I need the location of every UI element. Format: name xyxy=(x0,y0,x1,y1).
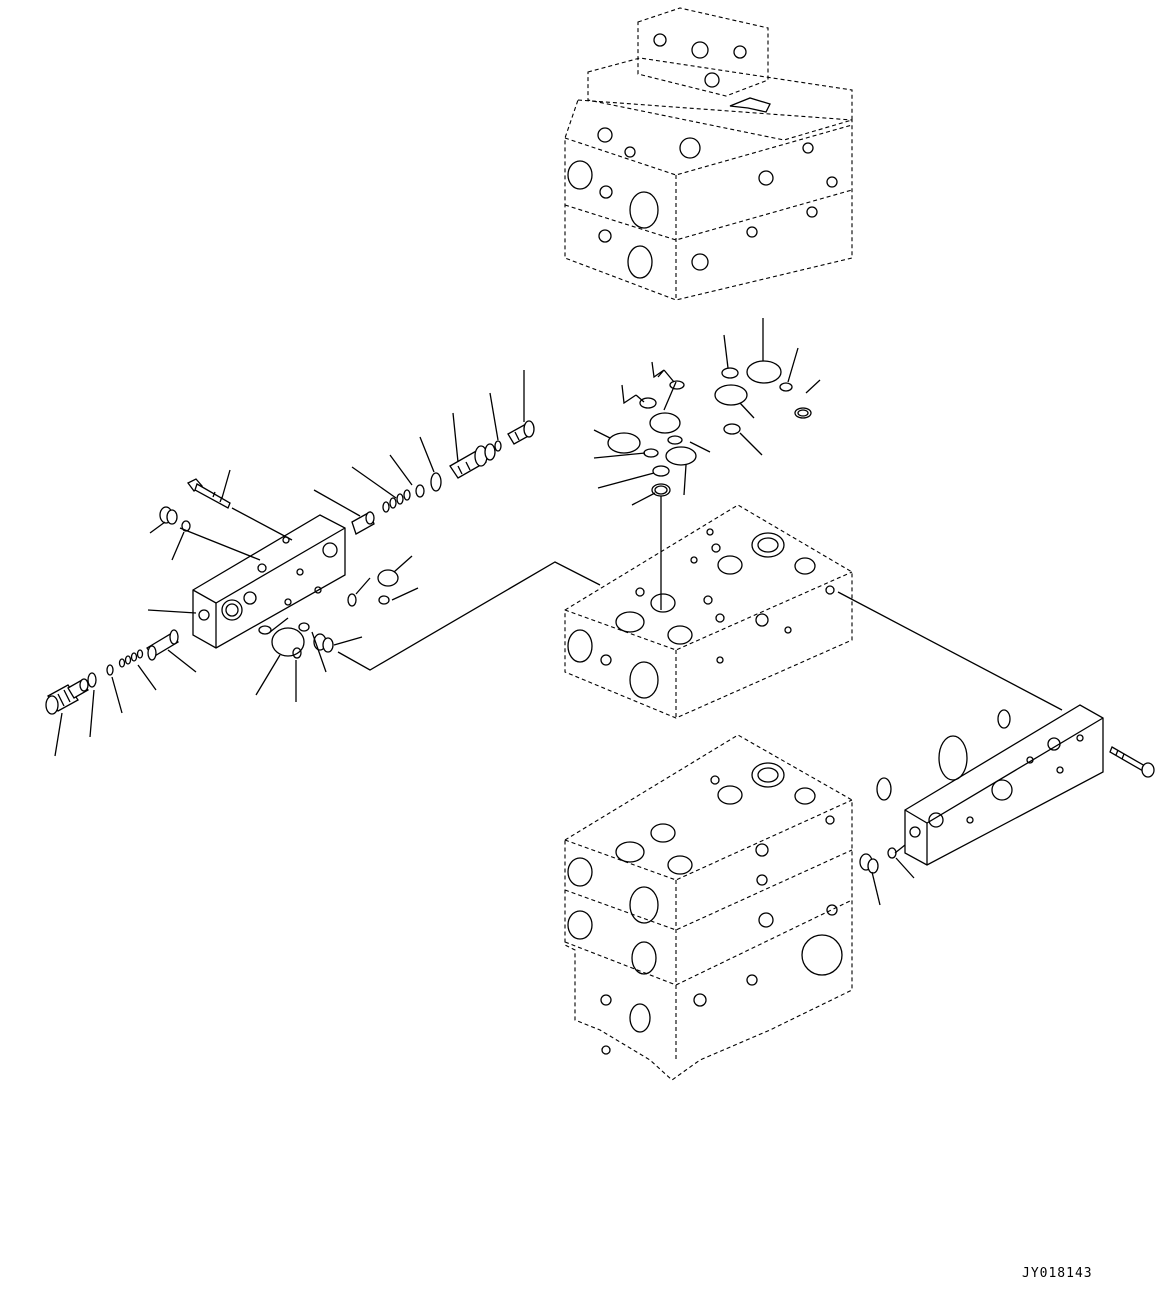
right-end-cover xyxy=(904,704,1104,866)
seal-rings xyxy=(607,360,812,497)
leader-lines xyxy=(54,318,915,906)
right-cover-parts xyxy=(859,709,1155,874)
lower-spool xyxy=(146,629,179,661)
left-end-cover xyxy=(192,514,346,649)
bolt-right xyxy=(1109,746,1155,778)
spool xyxy=(449,443,496,479)
lower-valve-block xyxy=(564,734,853,1081)
assembly-lines xyxy=(179,496,1063,854)
spring-upper xyxy=(382,489,411,513)
left-cover-parts xyxy=(45,420,535,715)
bolt-left xyxy=(187,478,231,509)
drawing-code: JY018143 xyxy=(1022,1266,1093,1281)
upper-valve-block xyxy=(564,7,853,301)
relief-valve xyxy=(45,678,89,715)
spring-lower xyxy=(118,649,144,668)
plug-left xyxy=(159,506,191,532)
fitting-upper xyxy=(507,420,535,445)
sleeve xyxy=(351,511,375,535)
middle-valve-block xyxy=(564,504,853,719)
